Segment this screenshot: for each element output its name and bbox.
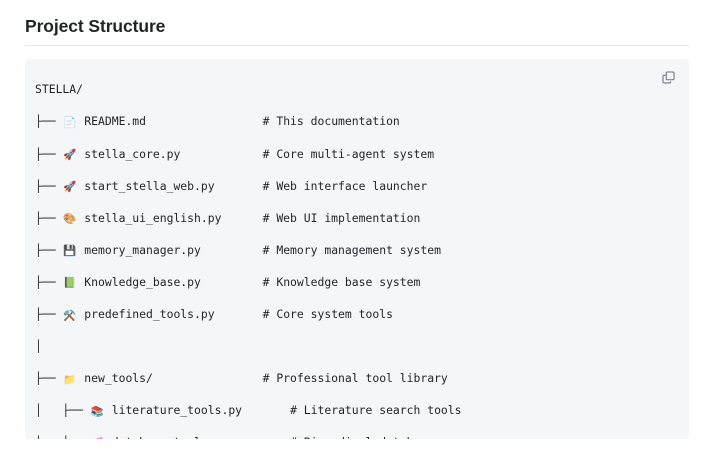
comment-gutter [221, 211, 262, 225]
tree-entry-comment: # Core multi-agent system [262, 146, 435, 161]
tree-guide: ├── [35, 210, 63, 225]
comment-gutter [228, 435, 290, 439]
tree-entry-name: stella_ui_english.py [84, 210, 222, 225]
tree-row[interactable]: ├── 🚀 start_stella_web.py # Web interfac… [35, 178, 689, 194]
hammer-and-pick-icon: ⚒️ [63, 309, 77, 322]
tree-entry-name: STELLA/ [35, 82, 84, 97]
tree-guide: ├── [35, 146, 63, 161]
tree-row[interactable]: ├── 🎨 stella_ui_english.py # Web UI impl… [35, 210, 689, 226]
folder-icon: 📁 [63, 373, 77, 386]
comment-gutter [153, 371, 263, 385]
comment-gutter [201, 243, 263, 257]
floppy-disk-icon: 💾 [63, 245, 77, 258]
comment-gutter [215, 179, 263, 193]
comment-gutter [146, 114, 263, 128]
tree-guide: ├── [35, 371, 63, 386]
tree-guide: │ ├── [35, 435, 90, 439]
tree-entry-name: start_stella_web.py [84, 178, 215, 193]
comment-gutter [242, 403, 290, 417]
tree-row[interactable]: ├── ⚒️ predefined_tools.py # Core system… [35, 306, 689, 322]
tree-guide: ├── [35, 178, 63, 193]
rocket-icon: 🚀 [63, 149, 77, 162]
tree-entry-name: literature_tools.py [111, 403, 243, 418]
title-divider [25, 45, 689, 46]
tree-guide: │ [35, 339, 42, 354]
tree-row[interactable]: ├── 📗 Knowledge_base.py # Knowledge base… [35, 274, 689, 290]
tree-entry-comment: # Core system tools [262, 307, 393, 322]
file-tree: STELLA/ ├── 📄 README.md # This documenta… [35, 81, 689, 439]
tree-entry-name: database_tools.py [112, 435, 229, 439]
tree-spacer-row: │ [35, 338, 689, 354]
tree-row[interactable]: │ ├── 📚 literature_tools.py # Literature… [35, 402, 689, 418]
dna-icon: 🧬 [90, 436, 105, 439]
tree-entry-comment: # Professional tool library [262, 371, 448, 386]
comment-gutter [215, 307, 263, 321]
tree-row[interactable]: STELLA/ [35, 81, 689, 97]
page-title: Project Structure [25, 16, 166, 36]
comment-gutter [180, 147, 262, 161]
tree-row[interactable]: ├── 💾 memory_manager.py # Memory managem… [35, 242, 689, 258]
tree-entry-comment: # Memory management system [262, 242, 441, 257]
rocket-icon: 🚀 [63, 181, 77, 194]
tree-row[interactable]: ├── 🚀 stella_core.py # Core multi-agent … [35, 146, 689, 162]
tree-entry-comment: # Biomedical databases [290, 435, 441, 439]
tree-entry-name: new_tools/ [84, 371, 153, 386]
tree-guide: ├── [35, 274, 63, 289]
icon-gap [105, 403, 112, 417]
books-icon: 📚 [90, 405, 104, 418]
tree-guide: │ ├── [35, 403, 90, 418]
page-facing-up-icon: 📄 [63, 116, 77, 129]
code-block: STELLA/ ├── 📄 README.md # This documenta… [25, 59, 689, 439]
copy-icon[interactable] [657, 67, 679, 87]
tree-entry-comment: # Knowledge base system [262, 274, 421, 289]
tree-guide: ├── [35, 242, 63, 257]
tree-entry-name: Knowledge_base.py [84, 274, 201, 289]
tree-entry-name: README.md [84, 114, 147, 129]
tree-entry-comment: # Literature search tools [290, 403, 462, 418]
tree-row[interactable]: ├── 📁 new_tools/ # Professional tool lib… [35, 370, 689, 386]
artist-palette-icon: 🎨 [63, 213, 77, 226]
tree-entry-comment: # Web interface launcher [262, 178, 428, 193]
comment-gutter [201, 275, 263, 289]
icon-gap [105, 435, 112, 439]
tree-row[interactable]: │ ├── 🧬 database_tools.py # Biomedical d… [35, 434, 689, 439]
tree-entry-name: stella_core.py [84, 146, 181, 161]
tree-entry-name: memory_manager.py [84, 242, 201, 257]
tree-entry-comment: # Web UI implementation [262, 210, 421, 225]
tree-guide: ├── [35, 114, 63, 129]
green-book-icon: 📗 [63, 277, 77, 290]
tree-guide: ├── [35, 307, 63, 322]
tree-entry-name: predefined_tools.py [84, 307, 215, 322]
tree-entry-comment: # This documentation [262, 114, 400, 129]
tree-row[interactable]: ├── 📄 README.md # This documentation [35, 113, 689, 129]
